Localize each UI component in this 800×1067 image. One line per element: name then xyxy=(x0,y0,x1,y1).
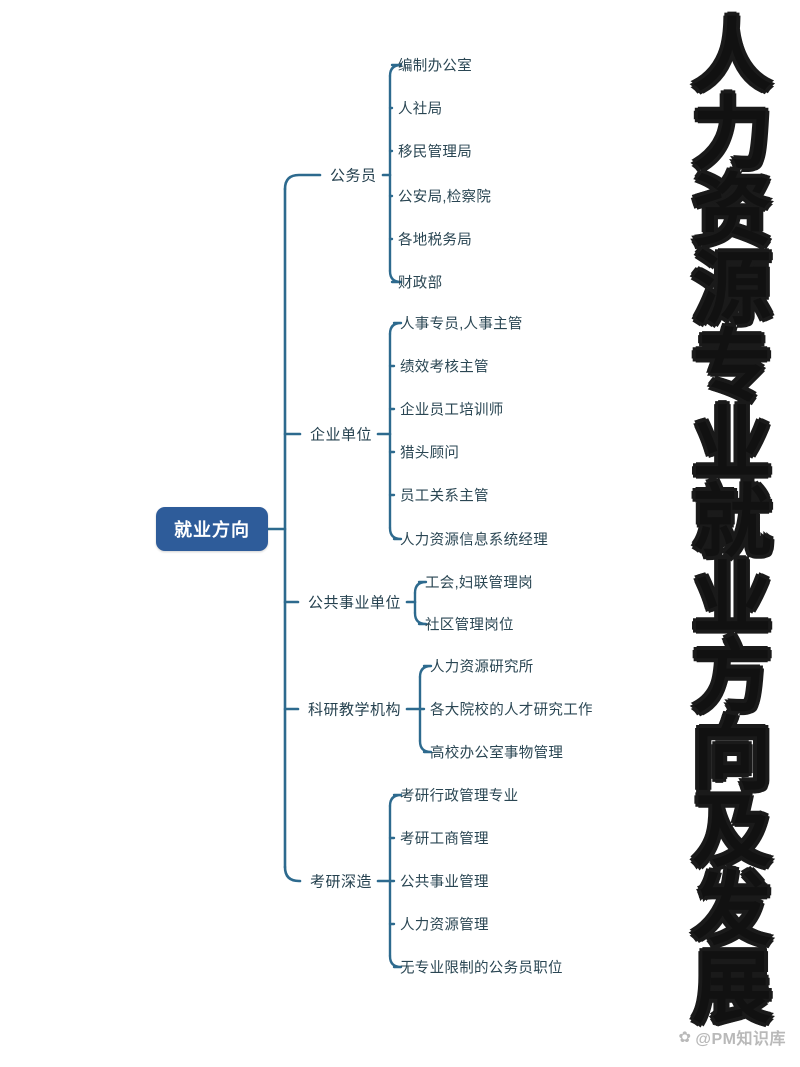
leaf-label-4-2[interactable]: 各大院校的人才研究工作 xyxy=(430,702,593,719)
leaf-label-5-2[interactable]: 考研工商管理 xyxy=(400,831,489,848)
headline-char: 发 xyxy=(690,862,774,956)
headline-char: 源 xyxy=(690,241,774,335)
leaf-label-5-4[interactable]: 人力资源管理 xyxy=(400,917,489,934)
headline-vertical-title: 人力资源专业就业方向及发展 xyxy=(672,9,792,1029)
leaf-label-2-5[interactable]: 员工关系主管 xyxy=(400,488,489,505)
leaf-label-3-1[interactable]: 工会,妇联管理岗 xyxy=(425,575,533,592)
leaf-label-2-6[interactable]: 人力资源信息系统经理 xyxy=(400,532,548,549)
branch-label-4[interactable]: 科研教学机构 xyxy=(308,701,402,719)
headline-char: 及 xyxy=(690,785,774,879)
branch-label-1[interactable]: 公务员 xyxy=(330,167,377,185)
headline-char: 业 xyxy=(690,397,774,491)
root-node-label: 就业方向 xyxy=(174,520,250,540)
paw-icon: ✿ xyxy=(678,1028,692,1046)
leaf-label-2-1[interactable]: 人事专员,人事主管 xyxy=(400,316,523,333)
headline-char: 业 xyxy=(690,552,774,646)
leaf-label-1-5[interactable]: 各地税务局 xyxy=(398,232,472,249)
leaf-label-2-4[interactable]: 猎头顾问 xyxy=(400,445,460,462)
headline-char: 人 xyxy=(690,9,774,102)
headline-char: 专 xyxy=(690,319,774,413)
leaf-label-3-2[interactable]: 社区管理岗位 xyxy=(425,617,514,634)
leaf-label-1-3[interactable]: 移民管理局 xyxy=(398,144,472,161)
leaf-label-4-1[interactable]: 人力资源研究所 xyxy=(430,659,534,676)
branch-label-3[interactable]: 公共事业单位 xyxy=(308,594,402,612)
watermark-label: @PM知识库 xyxy=(695,1031,786,1048)
leaf-label-1-6[interactable]: 财政部 xyxy=(398,275,443,292)
leaf-label-5-1[interactable]: 考研行政管理专业 xyxy=(400,788,519,805)
headline-char: 就 xyxy=(690,474,774,568)
leaf-label-4-3[interactable]: 高校办公室事物管理 xyxy=(430,745,564,762)
leaf-label-2-3[interactable]: 企业员工培训师 xyxy=(400,402,504,419)
root-node[interactable]: 就业方向 xyxy=(156,507,268,551)
leaf-label-5-3[interactable]: 公共事业管理 xyxy=(400,874,489,891)
headline-char: 资 xyxy=(690,164,774,258)
leaf-label-1-1[interactable]: 编制办公室 xyxy=(398,58,472,75)
headline-char: 力 xyxy=(690,86,774,180)
branch-label-5[interactable]: 考研深造 xyxy=(310,873,373,891)
watermark: ✿ @PM知识库 xyxy=(678,1025,786,1049)
leaf-label-2-2[interactable]: 绩效考核主管 xyxy=(400,359,489,376)
leaf-label-5-5[interactable]: 无专业限制的公务员职位 xyxy=(400,960,563,977)
headline-char: 方 xyxy=(690,630,774,723)
headline-char: 向 xyxy=(690,707,774,801)
branch-label-2[interactable]: 企业单位 xyxy=(310,426,373,444)
headline-char: 展 xyxy=(690,940,774,1034)
leaf-label-1-2[interactable]: 人社局 xyxy=(398,101,443,118)
leaf-label-1-4[interactable]: 公安局,检察院 xyxy=(398,189,492,206)
